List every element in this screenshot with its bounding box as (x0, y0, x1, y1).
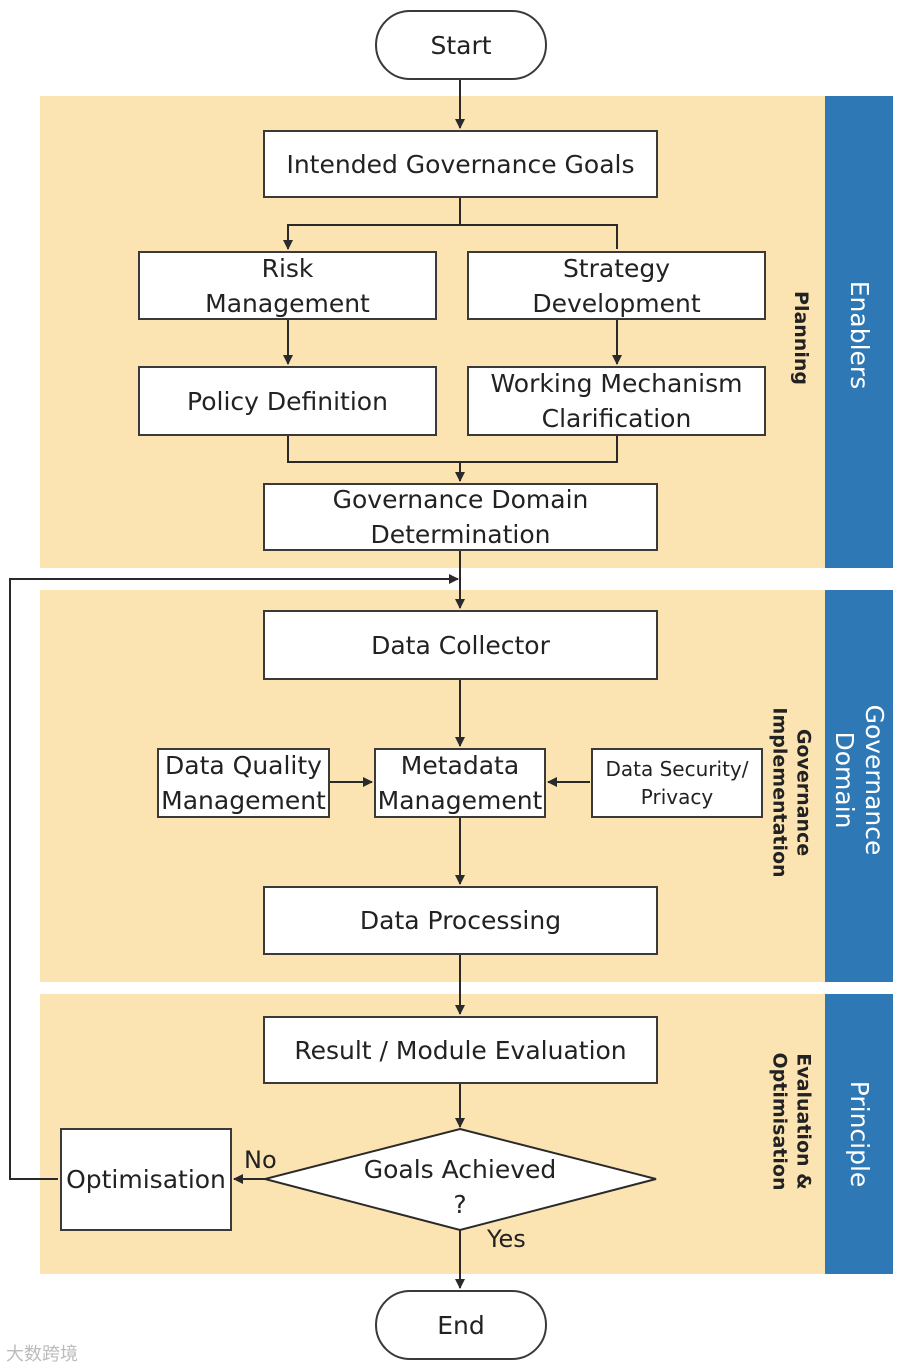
result-module-evaluation-box: Result / Module Evaluation (263, 1016, 658, 1084)
goals-achieved-label: Goals Achieved ? (363, 1155, 557, 1219)
policy-definition-box: Policy Definition (138, 366, 437, 436)
watermark: 大数跨境 (6, 1344, 78, 1365)
metadata-management-box: Metadata Management (374, 748, 546, 818)
data-collector-box: Data Collector (263, 610, 658, 680)
start-terminal: Start (375, 10, 547, 80)
optimisation-box: Optimisation (60, 1128, 232, 1231)
goals-achieved-decision (261, 1127, 657, 1232)
governance-domain-determination-box: Governance Domain Determination (263, 483, 658, 551)
risk-management-box: Risk Management (138, 251, 437, 320)
governance-sidebar (825, 590, 893, 982)
data-quality-management-box: Data Quality Management (157, 748, 330, 818)
end-terminal: End (375, 1290, 547, 1360)
data-processing-box: Data Processing (263, 886, 658, 955)
enablers-sidebar (825, 96, 893, 568)
yes-edge-label: Yes (487, 1225, 526, 1253)
strategy-development-box: Strategy Development (467, 251, 766, 320)
intended-governance-goals-box: Intended Governance Goals (263, 130, 658, 198)
principle-sidebar (825, 994, 893, 1274)
working-mechanism-box: Working Mechanism Clarification (467, 366, 766, 436)
data-security-privacy-box: Data Security/ Privacy (591, 748, 763, 818)
no-edge-label: No (244, 1146, 277, 1174)
